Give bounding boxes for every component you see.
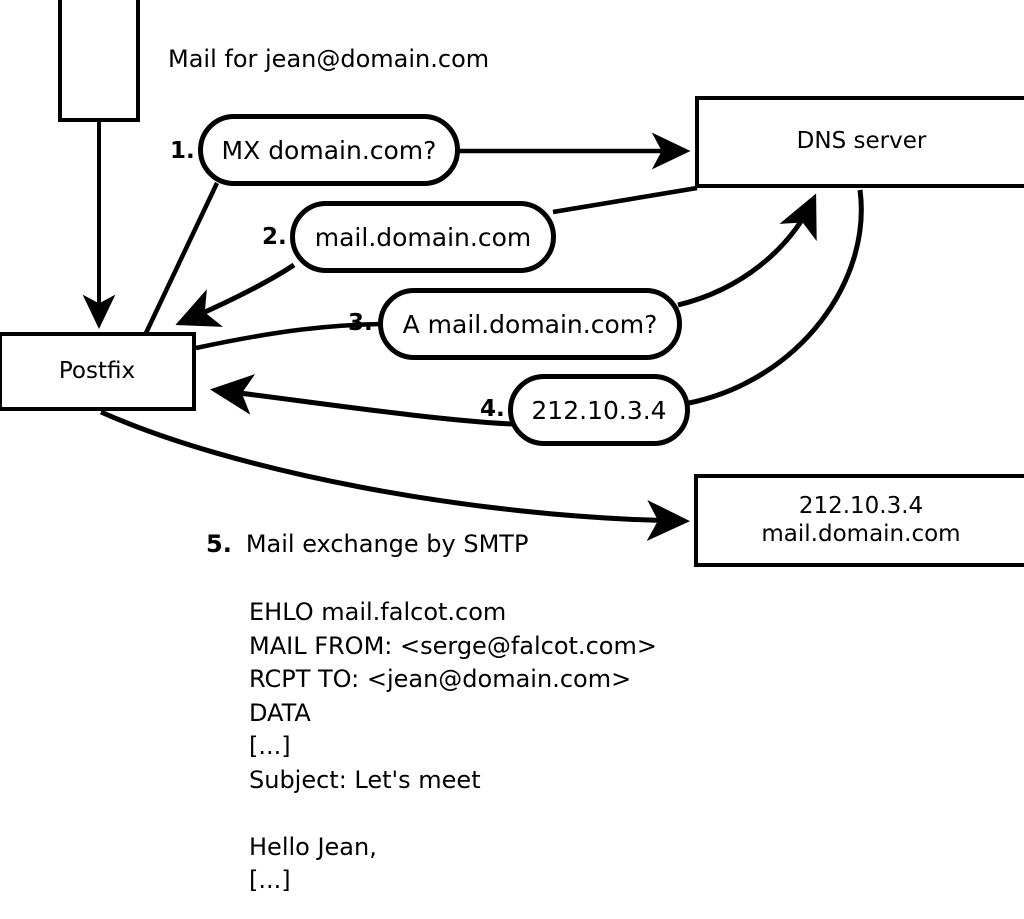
smtp-transcript-line: DATA bbox=[249, 698, 311, 727]
line-postfix-to-query1 bbox=[143, 182, 220, 334]
smtp-transcript-line: RCPT TO: <jean@domain.com> bbox=[249, 665, 632, 693]
smtp-transcript-line: [...] bbox=[249, 866, 291, 894]
diagram-title: Mail for jean@domain.com bbox=[168, 45, 490, 73]
message-pill-a-answer-label: 212.10.3.4 bbox=[531, 395, 667, 425]
smtp-transcript-line: Subject: Let's meet bbox=[249, 765, 481, 794]
arrow-answer4-to-postfix bbox=[210, 374, 513, 427]
message-pill-mx-answer-label: mail.domain.com bbox=[314, 222, 532, 252]
node-postfix[interactable]: Postfix bbox=[0, 332, 196, 411]
smtp-transcript-line: MAIL FROM: <serge@falcot.com> bbox=[249, 631, 657, 660]
smtp-transcript-line: . bbox=[249, 899, 257, 919]
node-postfix-label: Postfix bbox=[58, 357, 136, 384]
arrow-answer2-to-postfix bbox=[175, 262, 296, 327]
step-5-smtp-exchange: 5. Mail exchange by SMTP bbox=[206, 530, 528, 558]
node-sender-client[interactable] bbox=[58, 0, 140, 122]
step-number-1: 1. bbox=[170, 138, 195, 164]
node-target-hostname: mail.domain.com bbox=[761, 520, 961, 547]
node-target-ip: 212.10.3.4 bbox=[798, 493, 924, 520]
arrow-postfix-to-target bbox=[99, 409, 690, 541]
line-postfix-to-query3 bbox=[195, 321, 382, 351]
message-pill-mx-query-label: MX domain.com? bbox=[221, 135, 437, 165]
node-target-mail-server[interactable]: 212.10.3.4 mail.domain.com bbox=[694, 474, 1024, 567]
message-pill-a-query-label: A mail.domain.com? bbox=[402, 309, 658, 339]
smtp-transcript-line bbox=[249, 797, 657, 831]
node-dns-server-label: DNS server bbox=[796, 128, 927, 155]
node-dns-server[interactable]: DNS server bbox=[695, 96, 1024, 188]
arrow-query3-to-dns bbox=[677, 193, 817, 308]
step-number-5: 5. bbox=[206, 530, 232, 558]
step-number-3: 3. bbox=[348, 310, 373, 336]
step-number-2: 2. bbox=[262, 224, 287, 250]
smtp-transcript-line: [...] bbox=[249, 732, 291, 760]
step-5-label: Mail exchange by SMTP bbox=[245, 530, 529, 558]
message-pill-a-query[interactable]: A mail.domain.com? bbox=[378, 288, 682, 360]
step-number-4: 4. bbox=[480, 396, 505, 422]
message-pill-mx-query[interactable]: MX domain.com? bbox=[198, 114, 460, 186]
line-dns-to-answer2 bbox=[552, 185, 698, 215]
message-pill-a-answer[interactable]: 212.10.3.4 bbox=[508, 374, 690, 446]
message-pill-mx-answer[interactable]: mail.domain.com bbox=[290, 201, 556, 273]
line-dns-to-answer4 bbox=[688, 189, 864, 406]
smtp-transcript-line: Hello Jean, bbox=[249, 832, 377, 861]
smtp-transcript-line: EHLO mail.falcot.com bbox=[249, 598, 507, 626]
